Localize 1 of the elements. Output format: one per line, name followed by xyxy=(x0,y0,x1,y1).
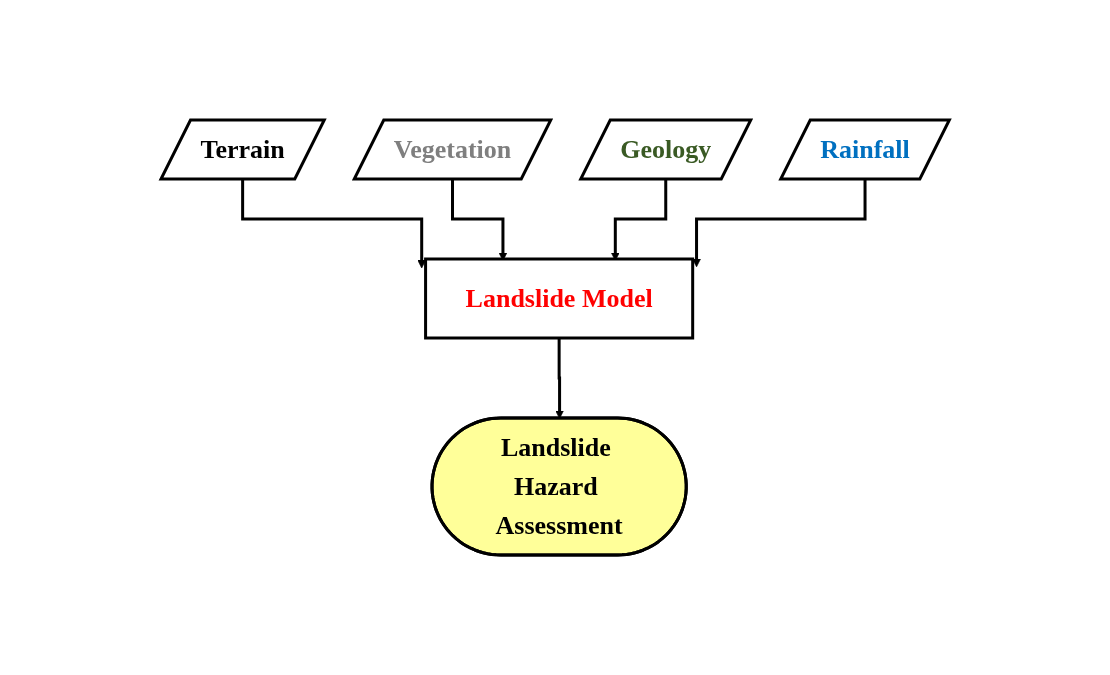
node-box: Landslide Model xyxy=(423,257,694,340)
